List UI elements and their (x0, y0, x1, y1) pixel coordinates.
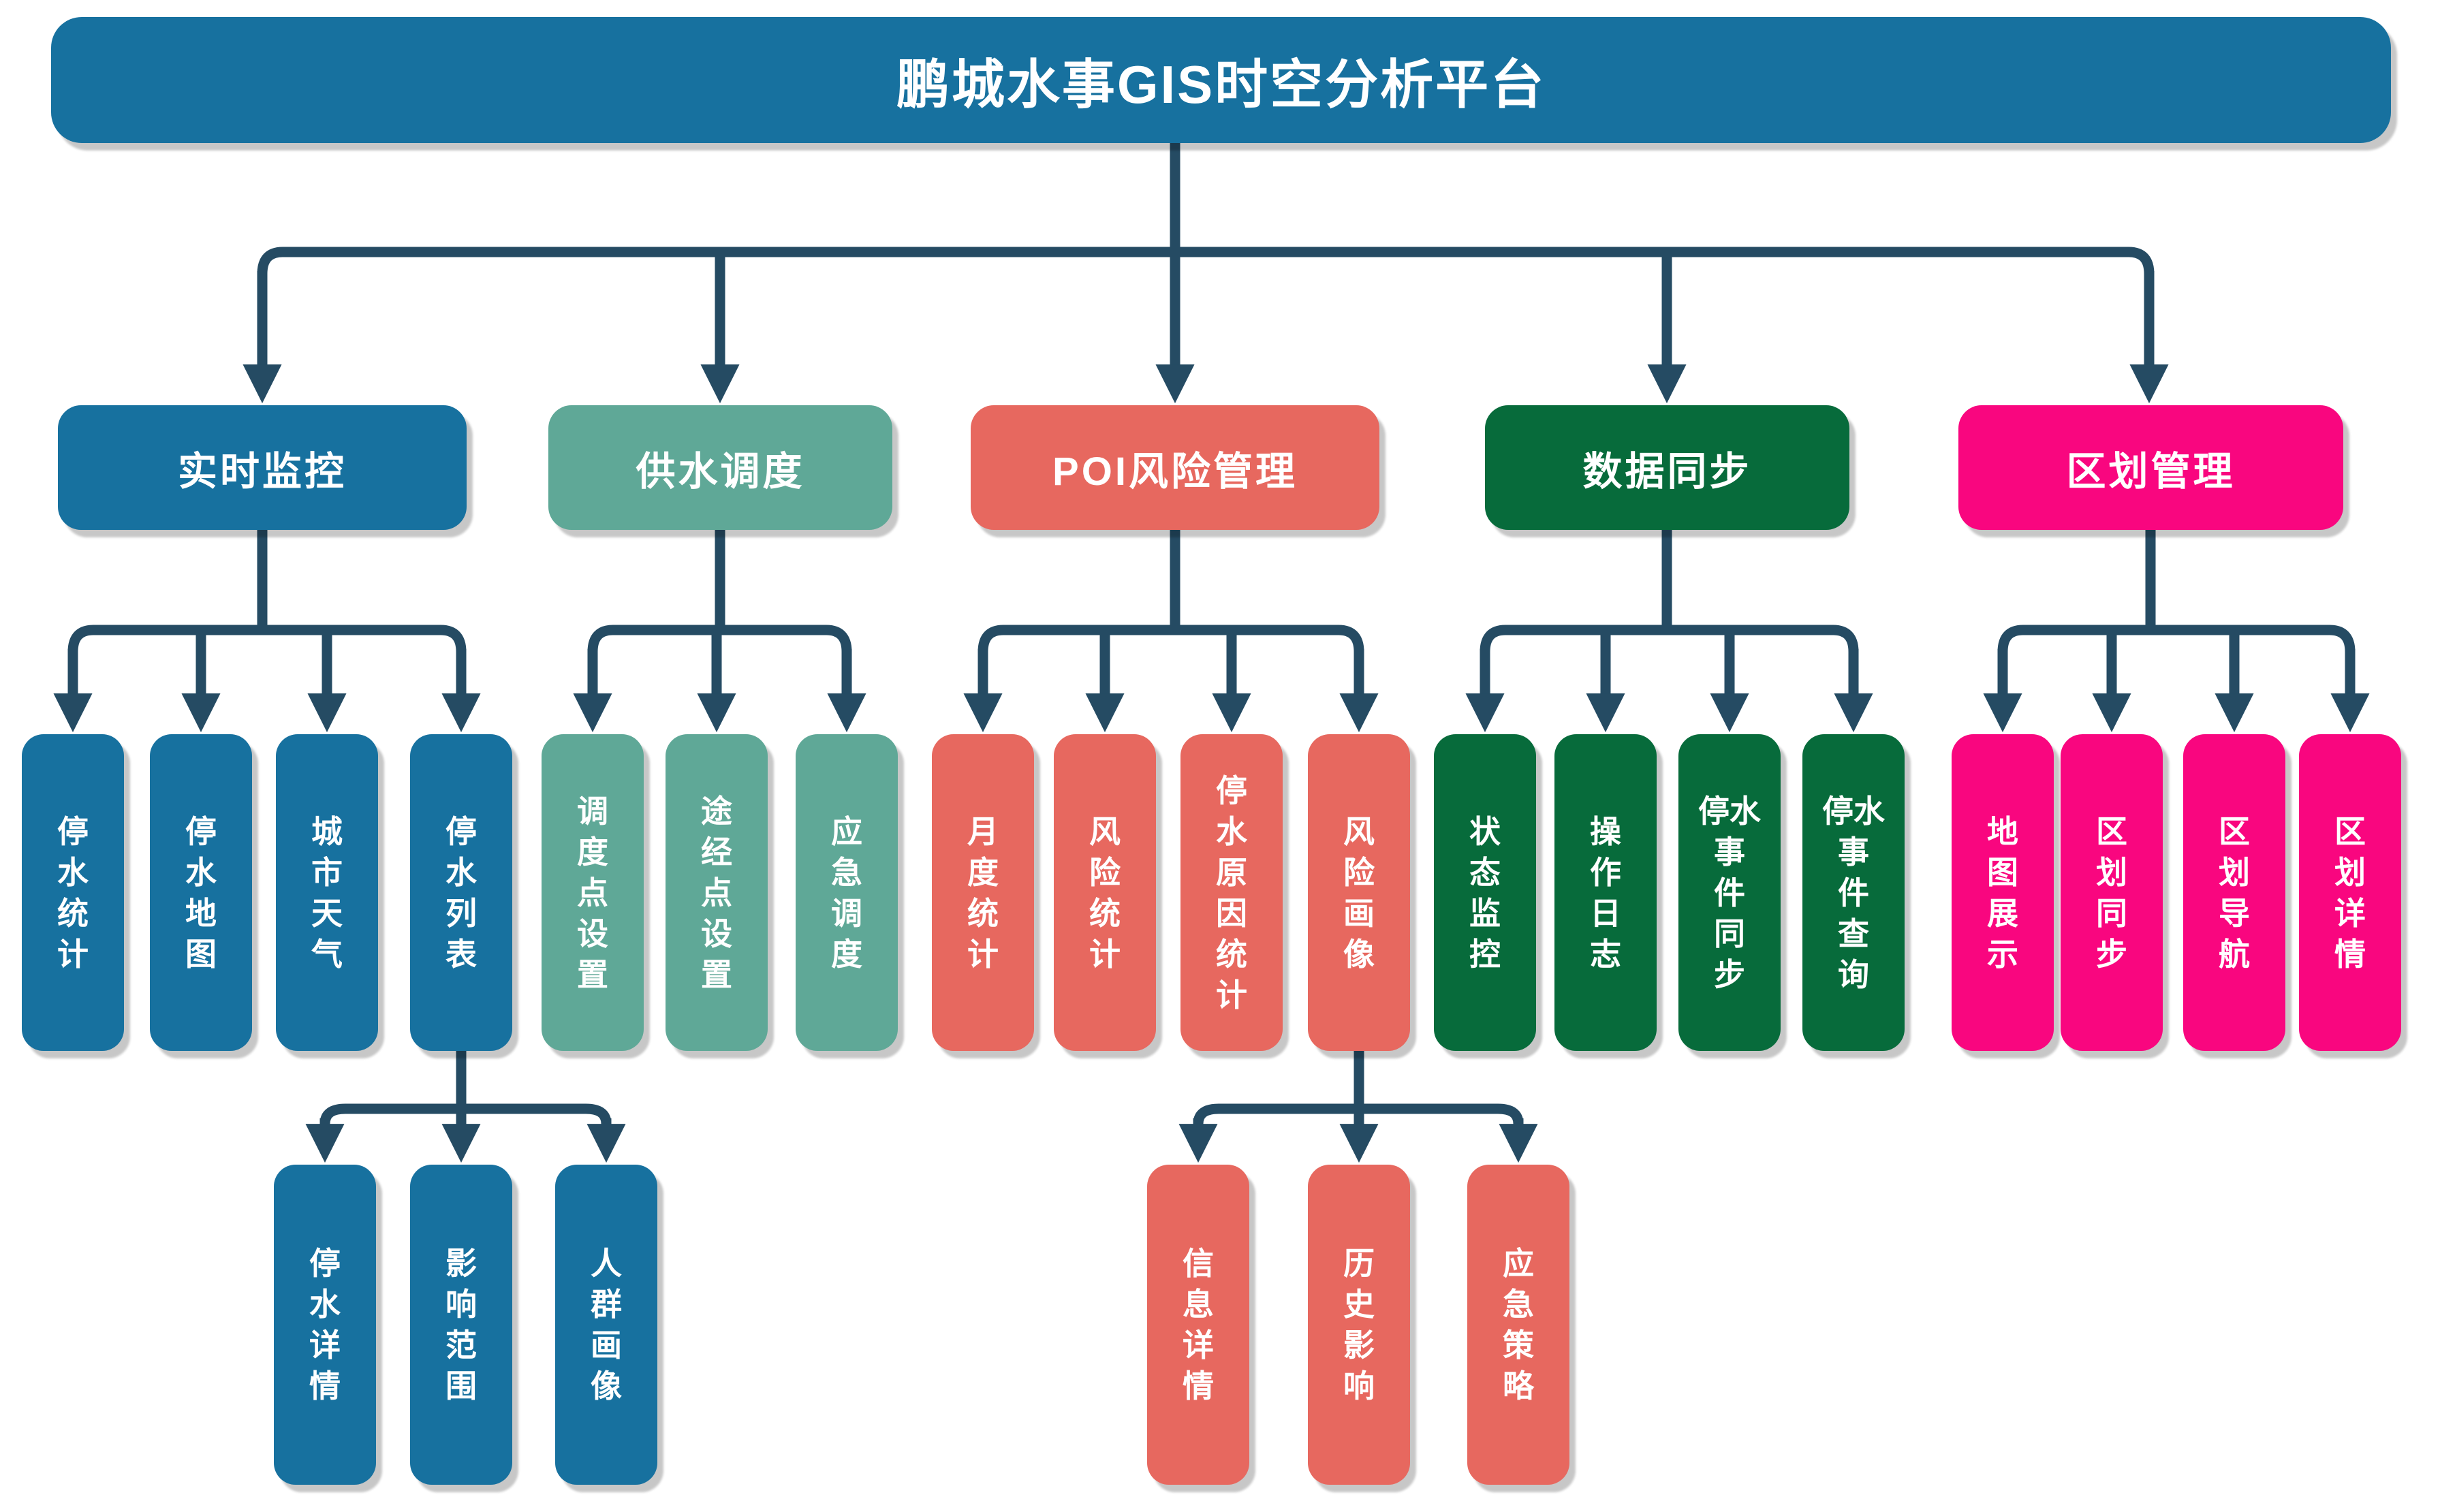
node-map-display: 地图展示 (1952, 734, 2054, 1051)
branch-water-supply-dispatch: 供水调度 (548, 405, 892, 530)
node-outage-stats: 停水统计 (22, 734, 124, 1051)
node-city-weather: 城市天气 (276, 734, 378, 1051)
node-outage-event-query: 停水事件查询 (1802, 734, 1905, 1051)
node-status-monitor: 状态监控 (1434, 734, 1536, 1051)
branch-poi-risk-management: POI风险管理 (971, 405, 1379, 530)
node-operation-log: 操作日志 (1554, 734, 1657, 1051)
node-waypoint-setting: 途经点设置 (666, 734, 768, 1051)
node-risk-stats: 风险统计 (1054, 734, 1156, 1051)
node-outage-map: 停水地图 (150, 734, 252, 1051)
node-district-sync: 区划同步 (2061, 734, 2163, 1051)
node-risk-profile: 风险画像 (1308, 734, 1410, 1051)
branch-district-management: 区划管理 (1958, 405, 2343, 530)
platform-title: 鹏城水事GIS时空分析平台 (51, 17, 2391, 143)
node-outage-detail: 停水详情 (274, 1165, 376, 1485)
branch-realtime-monitoring: 实时监控 (58, 405, 467, 530)
node-emergency-dispatch: 应急调度 (796, 734, 898, 1051)
connector-group (53, 142, 2370, 1163)
node-district-navigation: 区划导航 (2183, 734, 2285, 1051)
node-crowd-profile: 人群画像 (555, 1165, 657, 1485)
node-outage-cause-stats: 停水原因统计 (1180, 734, 1283, 1051)
branch-data-sync: 数据同步 (1485, 405, 1849, 530)
node-dispatch-point-setting: 调度点设置 (542, 734, 644, 1051)
node-emergency-strategy: 应急策略 (1467, 1165, 1569, 1485)
node-outage-event-sync: 停水事件同步 (1678, 734, 1781, 1051)
node-monthly-stats: 月度统计 (932, 734, 1034, 1051)
node-info-detail: 信息详情 (1147, 1165, 1249, 1485)
node-history-impact: 历史影响 (1308, 1165, 1410, 1485)
node-impact-range: 影响范围 (410, 1165, 512, 1485)
node-outage-list: 停水列表 (410, 734, 512, 1051)
node-district-detail: 区划详情 (2299, 734, 2401, 1051)
